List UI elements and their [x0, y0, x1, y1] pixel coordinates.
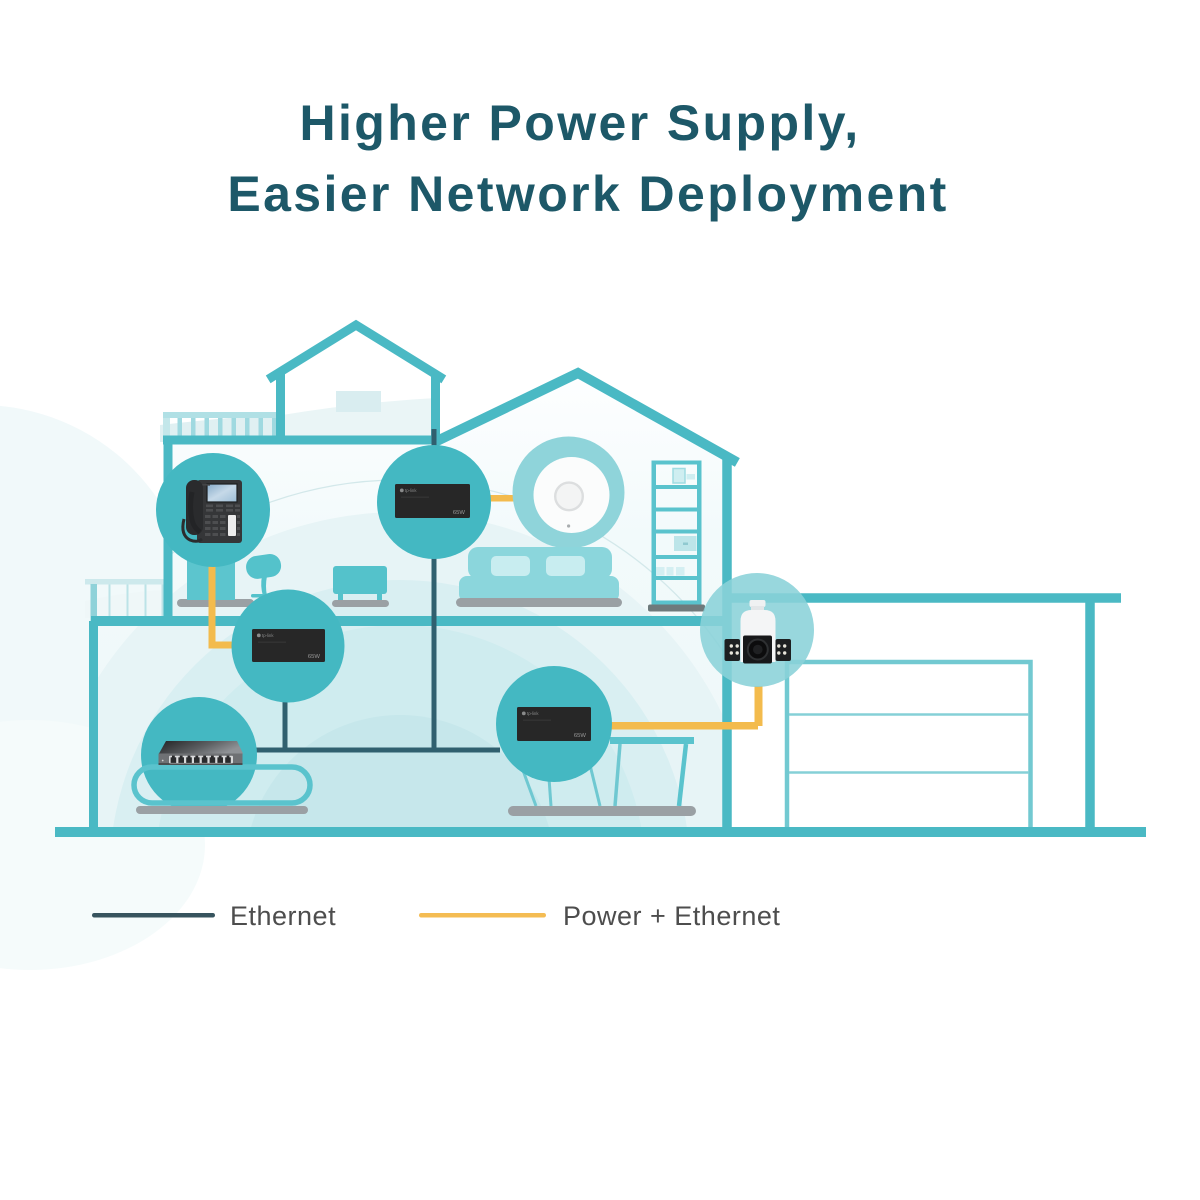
- svg-text:tp-link: tp-link: [527, 711, 539, 716]
- svg-text:65W: 65W: [453, 510, 466, 516]
- svg-text:Higher Power Supply,: Higher Power Supply,: [299, 95, 860, 151]
- svg-text:65W: 65W: [574, 733, 587, 739]
- svg-text:tp-link: tp-link: [262, 633, 274, 638]
- svg-text:Ethernet: Ethernet: [230, 901, 336, 931]
- svg-text:tp-link: tp-link: [405, 488, 417, 493]
- svg-text:Power + Ethernet: Power + Ethernet: [563, 901, 780, 931]
- svg-text:65W: 65W: [308, 654, 321, 660]
- svg-text:Easier Network Deployment: Easier Network Deployment: [227, 166, 948, 222]
